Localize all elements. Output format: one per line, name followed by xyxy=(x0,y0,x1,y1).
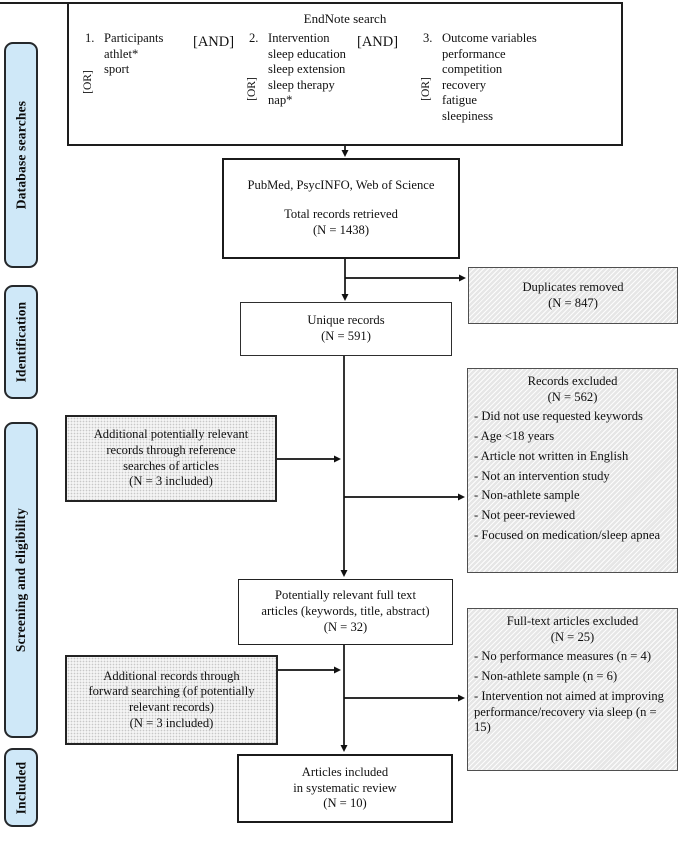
exclusion-reason: - Focused on medication/sleep apnea xyxy=(474,527,661,542)
column-terms: sleep education sleep extension sleep th… xyxy=(268,47,346,109)
and-operator-label: [AND] xyxy=(193,34,235,50)
full-text-count: (N = 32) xyxy=(323,619,368,634)
additional-forward-records-box: Additional records through forward searc… xyxy=(65,655,278,745)
full-text-excluded-count: (N = 25) xyxy=(550,629,595,644)
search-term: sleep therapy xyxy=(268,77,335,92)
exclusion-reason: - Did not use requested keywords xyxy=(474,409,643,424)
additional-forward-line: Additional records through xyxy=(103,668,240,683)
unique-records-box: Unique records (N = 591) xyxy=(240,302,452,356)
unique-records-count: (N = 591) xyxy=(321,329,371,343)
column-number: 1. xyxy=(85,31,95,45)
stage-included: Included xyxy=(4,748,38,827)
stage-screening-eligibility: Screening and eligibility xyxy=(4,422,38,738)
search-column-intervention: 2. Intervention sleep education sleep ex… xyxy=(249,31,346,109)
additional-reference-line: Additional potentially relevant xyxy=(93,427,249,442)
additional-reference-line: records through reference xyxy=(106,442,236,457)
or-operator-label: [OR] xyxy=(82,70,94,94)
endnote-search-box: EndNote search 1. Participants athlet* s… xyxy=(67,2,623,146)
or-operator-label: [OR] xyxy=(246,77,258,101)
unique-records-line: Unique records xyxy=(307,313,385,328)
included-articles-box: Articles included in systematic review (… xyxy=(237,754,453,823)
exclusion-reason: - Non-athlete sample (n = 6) xyxy=(474,669,618,684)
additional-forward-count: (N = 3 included) xyxy=(129,715,214,730)
column-title: Intervention xyxy=(268,31,330,45)
search-term: nap* xyxy=(268,93,293,107)
and-operator-label: [AND] xyxy=(357,34,399,50)
search-term: competition xyxy=(442,62,503,76)
stage-label: Identification xyxy=(13,301,28,383)
column-title: Outcome variables xyxy=(442,31,537,45)
column-heading: 1. Participants xyxy=(85,31,163,47)
full-text-line: Potentially relevant full text xyxy=(275,588,416,603)
records-excluded-title: Records excluded xyxy=(527,374,618,388)
additional-forward-line: relevant records) xyxy=(129,700,214,714)
included-line: in systematic review xyxy=(293,780,397,795)
search-term: athlet* xyxy=(104,46,139,61)
search-box-title: EndNote search xyxy=(303,11,387,26)
column-heading: 2. Intervention xyxy=(249,31,346,47)
full-text-line: articles (keywords, title, abstract) xyxy=(261,604,430,619)
total-records-line: Total records retrieved xyxy=(284,207,398,222)
additional-forward-line: forward searching (of potentially xyxy=(88,684,255,699)
stage-identification: Identification xyxy=(4,285,38,399)
records-excluded-count: (N = 562) xyxy=(547,389,598,404)
search-column-outcomes: 3. Outcome variables performance competi… xyxy=(423,31,537,124)
column-heading: 3. Outcome variables xyxy=(423,31,537,47)
exclusion-reason: - Intervention not aimed at improving pe… xyxy=(474,688,664,735)
exclusion-reason: - No performance measures (n = 4) xyxy=(474,649,652,664)
databases-line: PubMed, PsycINFO, Web of Science xyxy=(247,178,435,193)
total-records-count: (N = 1438) xyxy=(312,222,370,237)
included-line: Articles included xyxy=(301,764,389,779)
search-term: performance xyxy=(442,46,506,61)
additional-reference-count: (N = 3 included) xyxy=(129,474,213,489)
top-border-rule xyxy=(0,2,69,4)
or-operator-label: [OR] xyxy=(420,77,432,101)
exclusion-reason: - Age <18 years xyxy=(474,429,555,444)
search-term: recovery xyxy=(442,77,487,92)
search-column-participants: 1. Participants athlet* sport xyxy=(85,31,163,78)
exclusion-reason: - Not peer-reviewed xyxy=(474,508,576,523)
duplicates-line: Duplicates removed xyxy=(522,279,624,294)
column-title: Participants xyxy=(104,31,164,45)
search-term: sleep education xyxy=(268,46,346,61)
full-text-excluded-title: Full-text articles excluded xyxy=(506,614,639,628)
search-term: sport xyxy=(104,62,130,76)
stage-label: Included xyxy=(13,761,28,814)
additional-reference-line: searches of articles xyxy=(123,458,219,473)
duplicates-removed-box: Duplicates removed (N = 847) xyxy=(468,267,678,324)
exclusion-reason: - Non-athlete sample xyxy=(474,488,580,503)
additional-reference-records-box: Additional potentially relevant records … xyxy=(65,415,277,502)
full-text-excluded-box: Full-text articles excluded (N = 25) - N… xyxy=(467,608,678,771)
total-records-box: PubMed, PsycINFO, Web of Science Total r… xyxy=(222,158,460,259)
stage-label: Database searches xyxy=(13,100,29,210)
exclusion-reason: - Article not written in English xyxy=(474,448,629,463)
search-term: fatigue xyxy=(442,93,477,107)
search-term: sleep extension xyxy=(268,62,346,76)
included-count: (N = 10) xyxy=(323,796,367,811)
records-excluded-box: Records excluded (N = 562) - Did not use… xyxy=(467,368,678,573)
column-terms: athlet* sport xyxy=(104,47,163,78)
exclusion-reason: - Not an intervention study xyxy=(474,468,610,483)
column-number: 3. xyxy=(423,31,433,45)
column-terms: performance competition recovery fatigue… xyxy=(442,47,537,125)
column-number: 2. xyxy=(249,31,259,45)
full-text-articles-box: Potentially relevant full text articles … xyxy=(238,579,453,645)
duplicates-count: (N = 847) xyxy=(548,295,598,310)
stage-database-searches: Database searches xyxy=(4,42,38,268)
stage-label: Screening and eligibility xyxy=(13,507,29,653)
search-term: sleepiness xyxy=(442,108,494,123)
